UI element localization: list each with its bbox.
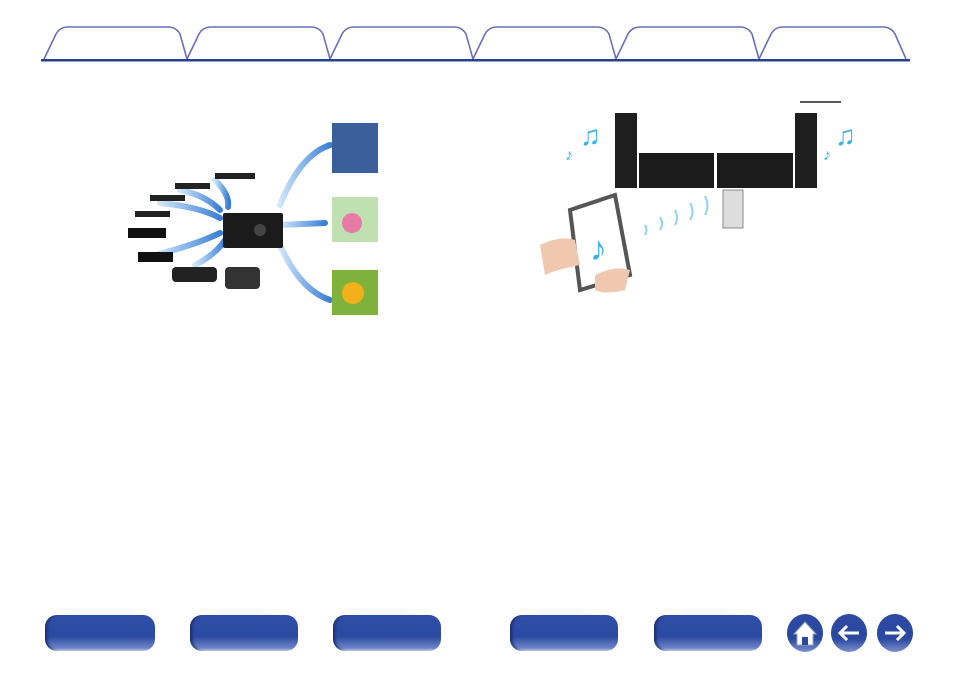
tab-3[interactable] xyxy=(329,26,474,60)
tab-underline xyxy=(41,59,910,62)
nav-button-1[interactable] xyxy=(45,615,155,651)
network-streaming-illustration: ♫♪ ♫♪ ♪ xyxy=(540,101,856,293)
back-button[interactable] xyxy=(831,614,867,652)
home-button[interactable] xyxy=(787,614,823,652)
av-receiver-image xyxy=(639,153,714,188)
tv-images xyxy=(332,123,378,315)
svg-text:♪: ♪ xyxy=(565,147,573,164)
forward-button[interactable] xyxy=(877,614,913,652)
av-receiver-image-2 xyxy=(717,153,793,188)
router-image xyxy=(722,189,744,229)
tab-2[interactable] xyxy=(186,26,331,60)
music-note-icons: ♫♪ ♫♪ xyxy=(565,120,856,164)
tab-bar xyxy=(41,26,910,62)
nav-button-3[interactable] xyxy=(333,615,441,651)
svg-text:♫: ♫ xyxy=(835,120,856,151)
arrow-left-icon xyxy=(837,624,859,642)
speaker-left-image xyxy=(615,113,637,188)
svg-text:♫: ♫ xyxy=(580,120,601,151)
nav-button-2[interactable] xyxy=(190,615,298,651)
svg-text:♪: ♪ xyxy=(823,147,831,164)
tab-1[interactable] xyxy=(43,26,188,60)
hdmi-connection-illustration xyxy=(128,123,378,315)
av-receiver-image xyxy=(223,213,283,248)
nav-button-5[interactable] xyxy=(654,615,762,651)
nav-button-4[interactable] xyxy=(510,615,618,651)
home-icon xyxy=(792,621,818,646)
speaker-right-image xyxy=(795,113,817,188)
tab-4[interactable] xyxy=(472,26,617,60)
tab-6[interactable] xyxy=(758,26,907,60)
svg-text:♪: ♪ xyxy=(590,230,607,268)
arrow-right-icon xyxy=(885,624,907,642)
tab-5[interactable] xyxy=(615,26,760,60)
